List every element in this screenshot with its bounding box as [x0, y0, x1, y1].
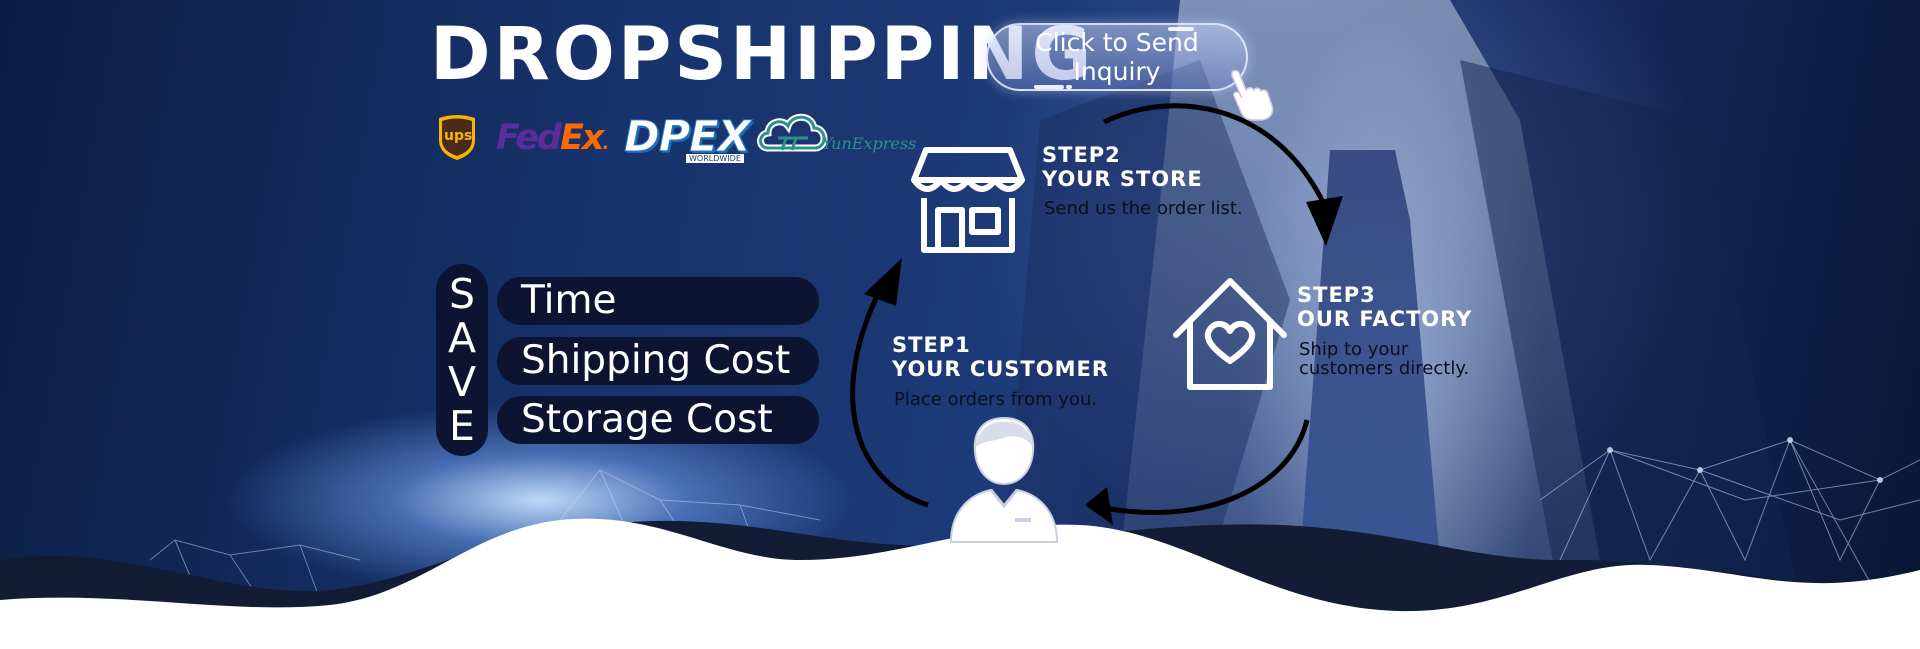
- save-item-storage-cost: Storage Cost: [497, 396, 819, 444]
- dpex-worldwide-text: WORLDWIDE: [686, 154, 744, 163]
- button-glint: [1066, 85, 1072, 89]
- send-inquiry-button[interactable]: Click to Send Inquiry: [986, 23, 1248, 91]
- arrow-head-icon: [1306, 196, 1343, 246]
- save-letter: S: [448, 269, 476, 318]
- save-letter: V: [447, 357, 477, 406]
- factory-heart-icon: [1173, 278, 1287, 390]
- yunexpress-logo-text: YunExpress: [822, 134, 917, 153]
- arrow-head-icon: [864, 258, 902, 306]
- step2-description: Send us the order list.: [1044, 198, 1243, 219]
- step2-number: STEP2: [1042, 143, 1121, 167]
- fedex-fed-text: Fed: [496, 118, 562, 158]
- ups-logo: [439, 115, 475, 160]
- step3-description-line1: Ship to your: [1299, 339, 1409, 360]
- save-letter: E: [449, 401, 475, 450]
- save-vertical-label: S A V E: [436, 264, 488, 456]
- save-letter: A: [447, 313, 477, 362]
- step1-description: Place orders from you.: [894, 389, 1098, 410]
- step3-title: OUR FACTORY: [1297, 307, 1473, 331]
- pointing-hand-icon: [1231, 69, 1274, 121]
- step1-number: STEP1: [892, 333, 971, 357]
- fedex-ex-text: Ex: [559, 118, 605, 158]
- button-glint: [1168, 27, 1194, 31]
- step3-description-line2: customers directly.: [1299, 358, 1470, 379]
- step1-title: YOUR CUSTOMER: [892, 357, 1110, 381]
- arrow-head-icon: [1085, 487, 1113, 525]
- save-item-shipping-cost: Shipping Cost: [497, 337, 819, 385]
- save-item-time: Time: [497, 277, 819, 325]
- customer-icon: [949, 416, 1059, 543]
- yunexpress-cloud-logo: [757, 113, 828, 152]
- button-glint: [1034, 85, 1064, 89]
- fedex-dot-text: .: [602, 133, 609, 154]
- fedex-logo: FedEx.: [496, 118, 609, 158]
- store-icon: [911, 147, 1025, 253]
- step3-number: STEP3: [1297, 283, 1376, 307]
- step2-title: YOUR STORE: [1042, 167, 1203, 191]
- page-title: DROPSHIPPING: [430, 12, 1095, 97]
- ups-logo-text: ups: [444, 128, 473, 144]
